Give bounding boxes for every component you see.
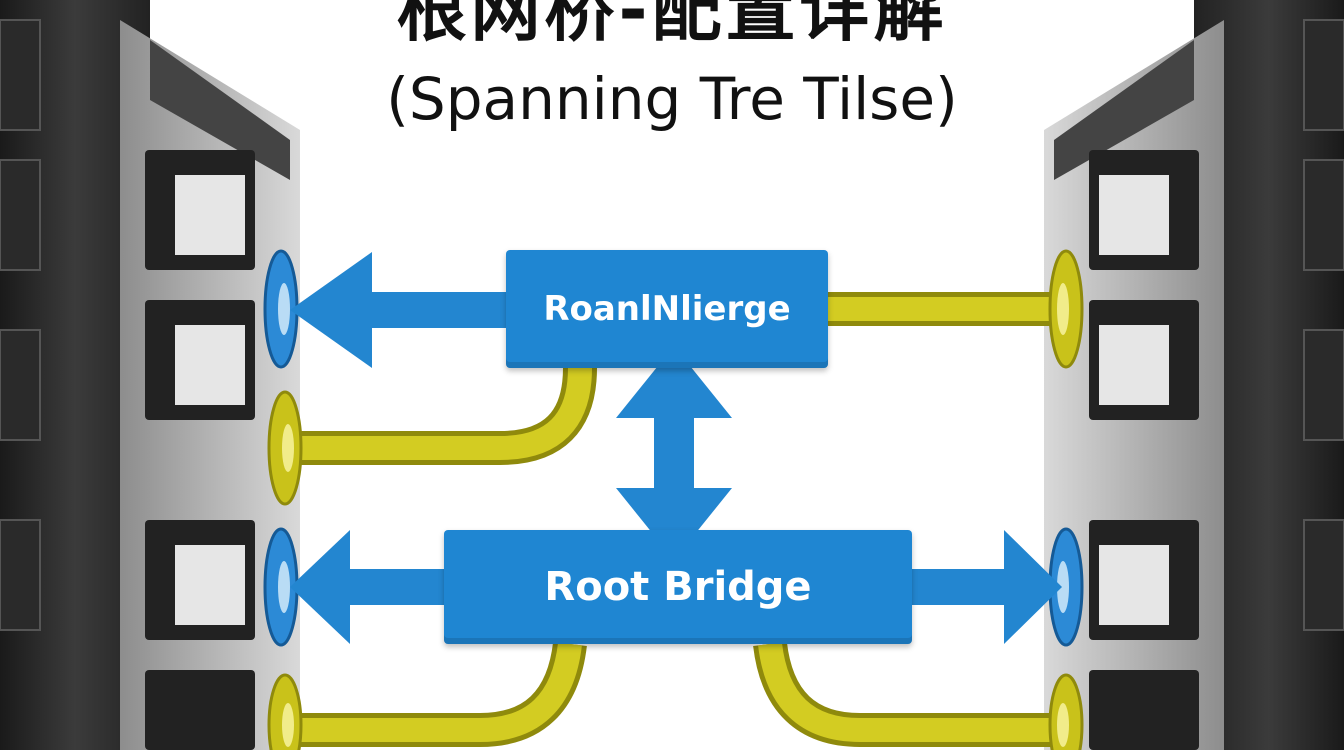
upper-bridge-label: RoanlNlierge	[543, 289, 791, 329]
title-chinese: 根网桥-配置详解	[396, 0, 948, 51]
arrow-vertical-down-head	[616, 488, 732, 560]
right-server-rack	[1044, 0, 1344, 750]
root-bridge-box: Root Bridge	[444, 530, 912, 644]
root-bridge-label: Root Bridge	[544, 564, 812, 610]
yellow-cables	[290, 292, 1060, 747]
arrow-vertical-up-head	[616, 346, 732, 418]
port-connectors	[263, 249, 1084, 750]
title-english: (Spanning Tre Tilse)	[386, 65, 958, 133]
arrow-root-right-shaft	[912, 569, 1012, 605]
arrow-upper-left-shaft	[360, 292, 506, 328]
arrow-root-right-head	[1004, 530, 1062, 644]
arrow-upper-left-head	[290, 252, 372, 368]
left-server-rack	[0, 0, 300, 750]
arrow-root-left-head	[290, 530, 350, 644]
arrow-root-left-shaft	[340, 569, 444, 605]
blue-arrows	[290, 252, 1062, 644]
upper-bridge-box: RoanlNlierge	[506, 250, 828, 368]
